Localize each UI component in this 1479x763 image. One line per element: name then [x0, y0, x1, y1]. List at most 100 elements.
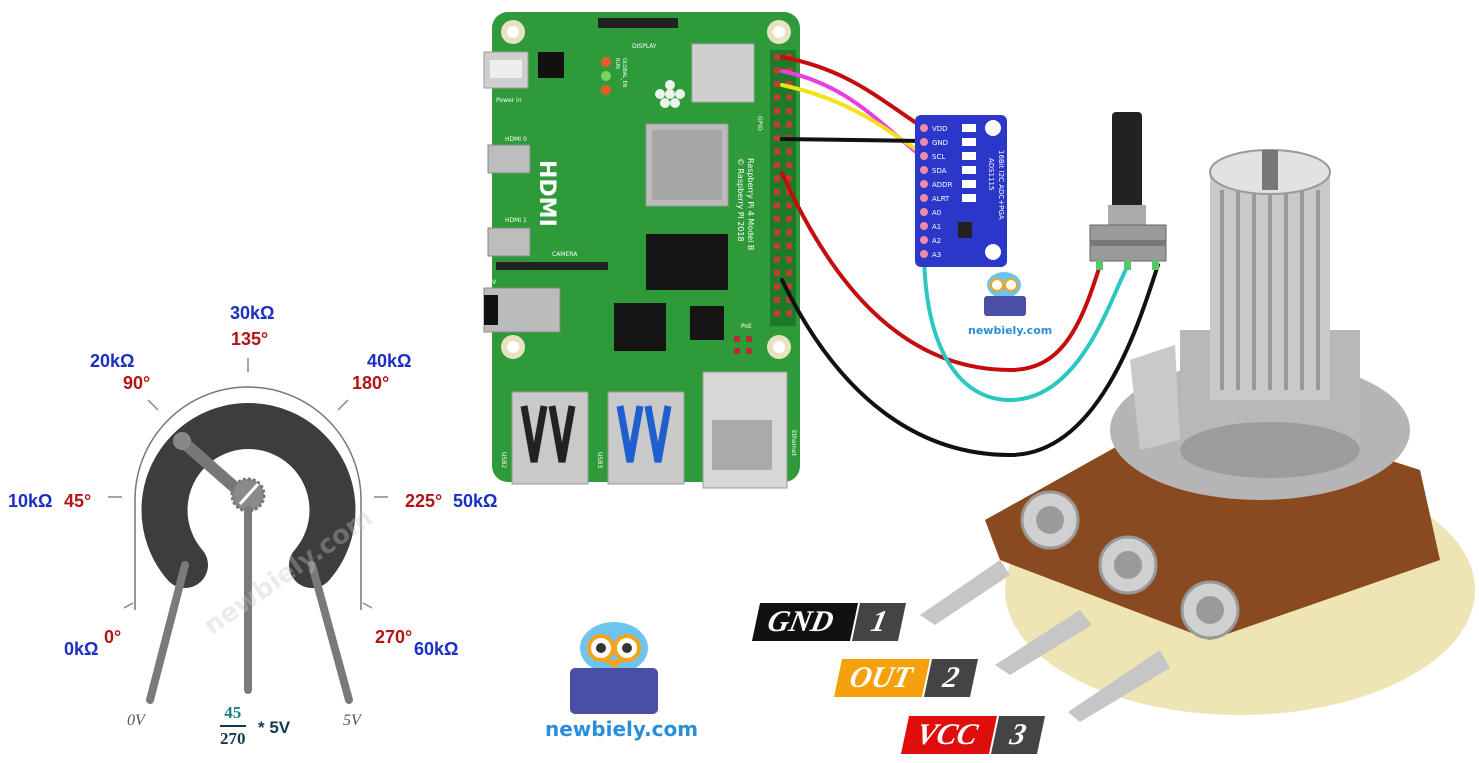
- gpio-pin: [774, 148, 780, 155]
- left-voltage-label: 0V: [127, 712, 145, 729]
- gpio-pin: [786, 256, 792, 263]
- pin-tag-vcc: VCC 3: [900, 716, 1055, 754]
- resistive-track: [141, 403, 356, 588]
- wire-signal: [922, 250, 1130, 403]
- adc-pad: [920, 236, 928, 244]
- adc-pad: [920, 180, 928, 188]
- gpio-pin: [774, 310, 780, 317]
- dial-ticks: [108, 358, 388, 609]
- gpio-pin: [774, 67, 780, 74]
- gpio-pin: [786, 297, 792, 303]
- gpio-pins: [774, 54, 792, 317]
- adc-pad: [920, 166, 928, 174]
- gpio-pin: [786, 175, 792, 182]
- pin-tag-out: OUT 2: [833, 659, 988, 697]
- dial-label-2-ohm: 20kΩ: [90, 351, 135, 371]
- poe-header: [734, 336, 752, 354]
- pin-tag-vcc-name: VCC: [900, 716, 998, 754]
- gpio-pin: [786, 216, 792, 222]
- adc-smd-part: [962, 152, 976, 160]
- adc-pad: [920, 138, 928, 146]
- small-pot-shaft: [1112, 112, 1142, 232]
- dial-label-5-deg: 225°: [405, 491, 443, 511]
- owl-logo-small: [984, 272, 1026, 316]
- dial-label-1-deg: 45°: [64, 491, 92, 511]
- gpio-pin: [786, 108, 792, 114]
- wire-gnd: [780, 137, 926, 143]
- adc-pads: [920, 124, 976, 258]
- dial-label-3-deg: 135°: [231, 329, 269, 349]
- gpio-pin: [774, 297, 780, 303]
- gpio-pin: [774, 162, 780, 168]
- adc-smd-part: [962, 180, 976, 188]
- dial-label-3-ohm: 30kΩ: [230, 303, 275, 323]
- dial-label-4-ohm: 40kΩ: [367, 351, 412, 371]
- adc-pad: [920, 222, 928, 230]
- adc-pad: [920, 124, 928, 132]
- pin-tag-vcc-number: 3: [990, 716, 1046, 754]
- gpio-pin: [786, 283, 792, 290]
- gpio-pin: [786, 81, 792, 87]
- gpio-pin: [786, 67, 792, 74]
- pin-tag-gnd: GND 1: [751, 603, 907, 641]
- pin-tag-out-name: OUT: [833, 659, 931, 697]
- raspberry-pi-board: [483, 12, 800, 489]
- gpio-pin: [774, 94, 780, 101]
- gpio-pin: [786, 202, 792, 209]
- potentiometer-dial: newbiely.com: [108, 358, 388, 704]
- formula-multiplier: * 5V: [258, 718, 291, 737]
- adc-smd-part: [962, 138, 976, 146]
- adc-pad: [920, 194, 928, 202]
- dial-label-1-ohm: 10kΩ: [8, 491, 53, 511]
- dial-label-6-ohm: 60kΩ: [414, 639, 459, 659]
- pin-tag-out-number: 2: [923, 659, 979, 697]
- dial-watermark: newbiely.com: [198, 503, 378, 642]
- gpio-pin: [774, 189, 780, 195]
- pin-right-lead: [308, 561, 353, 704]
- brand-site-large: newbiely.com: [545, 717, 699, 741]
- gpio-pin: [774, 283, 780, 290]
- wire-scl: [780, 83, 926, 157]
- large-potentiometer: [920, 149, 1475, 722]
- gpio-pin: [786, 243, 792, 249]
- pin-left-lead: [146, 561, 189, 704]
- gpio-pin: [786, 270, 792, 276]
- gpio-pin: [774, 121, 780, 128]
- small-potentiometer: [1089, 112, 1167, 270]
- gpio-pin: [774, 108, 780, 114]
- gpio-pin: [786, 162, 792, 168]
- pin-tag-gnd-number: 1: [851, 603, 907, 641]
- pot-terminals: [920, 490, 1240, 722]
- ads1115-module: [915, 115, 1007, 267]
- adc-smd-part: [962, 124, 976, 132]
- wiper-arm: [176, 435, 246, 498]
- usb2-port: [511, 391, 589, 485]
- adc-smd-part: [962, 166, 976, 174]
- adc-pad: [920, 208, 928, 216]
- pot-shaft-knurls: [1220, 190, 1320, 390]
- gpio-pin: [774, 216, 780, 222]
- usb3-port: [607, 391, 685, 485]
- gpio-pin: [774, 243, 780, 249]
- gpio-pin: [786, 229, 792, 236]
- adc-pad: [920, 250, 928, 258]
- wiper-tip: [173, 432, 191, 450]
- adc-pcb: [915, 115, 1007, 267]
- gpio-pin: [774, 202, 780, 209]
- dial-label-6-deg: 270°: [375, 627, 413, 647]
- wire-vcc-pot: [780, 171, 1102, 373]
- brand-site-small: newbiely.com: [968, 324, 1053, 337]
- dial-label-4-deg: 180°: [352, 373, 390, 393]
- gpio-pin: [786, 94, 792, 101]
- pi-to-adc-wires: [780, 55, 1160, 458]
- gpio-pin: [786, 148, 792, 155]
- gpio-pin: [774, 256, 780, 263]
- gpio-pin: [786, 121, 792, 128]
- dial-outline: [134, 386, 362, 610]
- dial-label-0-deg: 0°: [104, 627, 122, 647]
- owl-logo-large: [570, 622, 658, 714]
- adc-smd-part: [962, 194, 976, 202]
- dial-label-5-ohm: 50kΩ: [453, 491, 498, 511]
